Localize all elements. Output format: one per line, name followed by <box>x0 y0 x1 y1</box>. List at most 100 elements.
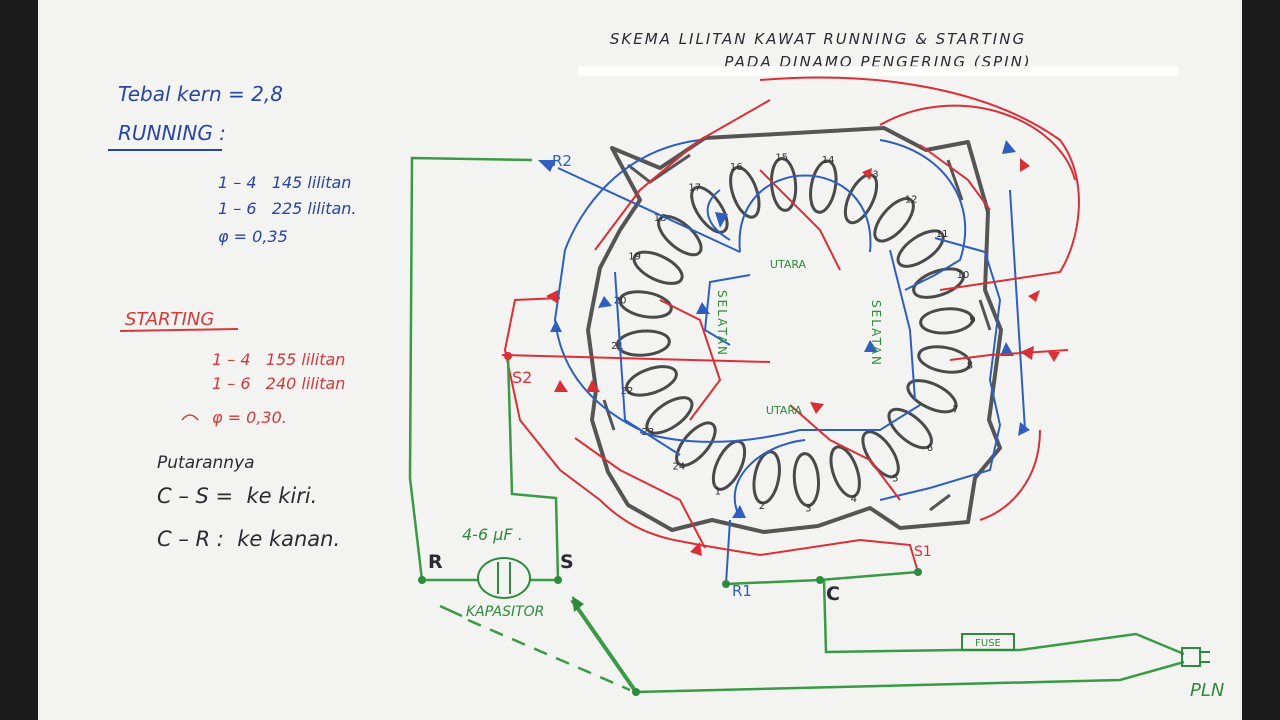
running-coil-left-outer <box>553 139 701 431</box>
starting-coil-inner-3 <box>659 299 722 421</box>
starting-coil-right-bottom <box>979 429 1041 521</box>
wire-s-to-return <box>570 598 638 694</box>
running-row-1: 1 – 4 145 lilitan <box>218 173 351 192</box>
capacitor-value: 4-6 µF . <box>462 525 523 544</box>
slot-number: 8 <box>967 361 973 372</box>
stator-slot <box>873 197 915 243</box>
running-arrowheads <box>538 140 1030 518</box>
starting-coils <box>501 76 1080 573</box>
slot-number: 7 <box>952 404 958 415</box>
running-coil-top-inner <box>738 174 872 253</box>
capacitor-body <box>477 557 531 599</box>
fuse-box <box>961 633 1015 651</box>
stator-slot <box>829 445 861 499</box>
slot-number: 11 <box>936 229 949 240</box>
starting-diameter: φ = 0,30. <box>212 408 287 427</box>
slot-number: 20 <box>614 295 627 306</box>
wire-r-dashed <box>467 618 631 692</box>
stator-slot <box>919 307 975 335</box>
terminal-r2: R2 <box>552 152 572 170</box>
capacitor <box>477 557 531 599</box>
running-heading: RUNNING : <box>118 121 226 145</box>
slot-number: 14 <box>822 155 835 166</box>
stator-slot <box>711 439 747 491</box>
wire-pln-return <box>635 660 1185 694</box>
terminal-s1: S1 <box>914 544 932 560</box>
stator-slot <box>769 156 798 212</box>
slot-number: 1 <box>715 487 721 498</box>
stator-slot <box>645 396 694 435</box>
stator-slot <box>809 159 838 214</box>
stator-slot <box>675 421 717 467</box>
core-thickness: Tebal kern = 2,8 <box>118 82 283 106</box>
slot-number: 13 <box>866 169 879 180</box>
pole-utara-bottom: UTARA <box>766 404 803 417</box>
starting-heading: STARTING <box>125 309 214 330</box>
slot-number: 12 <box>905 195 918 206</box>
stator-slot <box>625 365 678 397</box>
stator-slot <box>752 450 781 505</box>
terminal-s: S <box>560 551 574 573</box>
terminal-r1: R1 <box>732 582 752 600</box>
running-coil-top-left <box>706 189 731 241</box>
stator-slot <box>632 250 684 285</box>
stator-slot <box>887 407 933 450</box>
slot-number: 10 <box>957 270 970 281</box>
stator-slot <box>896 229 945 268</box>
running-coils <box>553 139 1026 585</box>
rotation-heading: Putarannya <box>157 453 255 473</box>
starting-underline <box>119 328 239 332</box>
slot-number: 22 <box>621 386 634 397</box>
stator-slot <box>912 267 965 299</box>
slot-number: 23 <box>642 427 655 438</box>
starting-coil-left-outer <box>503 297 601 501</box>
running-diameter: φ = 0,35 <box>218 227 288 246</box>
starting-coil-top-left <box>594 99 771 251</box>
rotation-row-cr: C – R : ke kanan. <box>157 527 340 551</box>
running-coil-bottom-left <box>733 439 806 519</box>
starting-coil-bottom-arc <box>599 499 701 546</box>
pole-utara-top: UTARA <box>770 258 807 271</box>
title-line-1: SKEMA LILITAN KAWAT RUNNING & STARTING <box>610 30 1026 48</box>
starting-wire-s2-lead <box>501 354 771 363</box>
stator-core-outline <box>586 126 1003 534</box>
slot-number: 5 <box>892 473 898 484</box>
starting-coil-outer-top-2 <box>879 104 1076 181</box>
slot-number: 2 <box>759 501 765 512</box>
slot-number: 3 <box>805 504 811 515</box>
slot-number: 16 <box>730 162 743 173</box>
running-coil-bottom <box>639 404 921 443</box>
slot-number: 21 <box>611 341 624 352</box>
pole-selatan-left: SELATAN <box>715 290 729 357</box>
stator-slot <box>657 214 703 257</box>
slot-number: 17 <box>688 183 701 194</box>
slot-number: 9 <box>969 315 975 326</box>
running-coil-far-right <box>1009 189 1026 431</box>
slot-number: 19 <box>628 252 641 263</box>
terminal-s2: S2 <box>512 368 532 387</box>
starting-coil-inner-1 <box>759 169 841 271</box>
starting-coil-right-lead <box>949 349 1069 361</box>
running-coil-top-right <box>879 139 967 291</box>
running-row-2: 1 – 6 225 lilitan. <box>218 199 357 218</box>
stator-slot <box>729 165 761 219</box>
starting-arrowheads <box>546 158 1060 556</box>
stator-slot <box>906 379 958 414</box>
stator-slot <box>792 452 821 508</box>
wire-r2-to-r <box>408 156 533 581</box>
slot-number: 6 <box>927 443 933 454</box>
paper-sheet <box>38 0 1242 720</box>
starting-wire-s1-lead <box>699 538 919 573</box>
erased-line-smudge <box>578 66 1178 76</box>
starting-row-2: 1 – 6 240 lilitan <box>212 374 345 393</box>
capacitor-pointer <box>439 604 463 618</box>
supply-markers <box>418 352 922 696</box>
mains-plug <box>1181 647 1210 667</box>
wire-s-to-s2 <box>506 355 560 582</box>
starting-pencil-mark <box>181 414 199 421</box>
running-wire-r2-lead <box>557 167 741 253</box>
pole-selatan-right: SELATAN <box>869 300 883 367</box>
